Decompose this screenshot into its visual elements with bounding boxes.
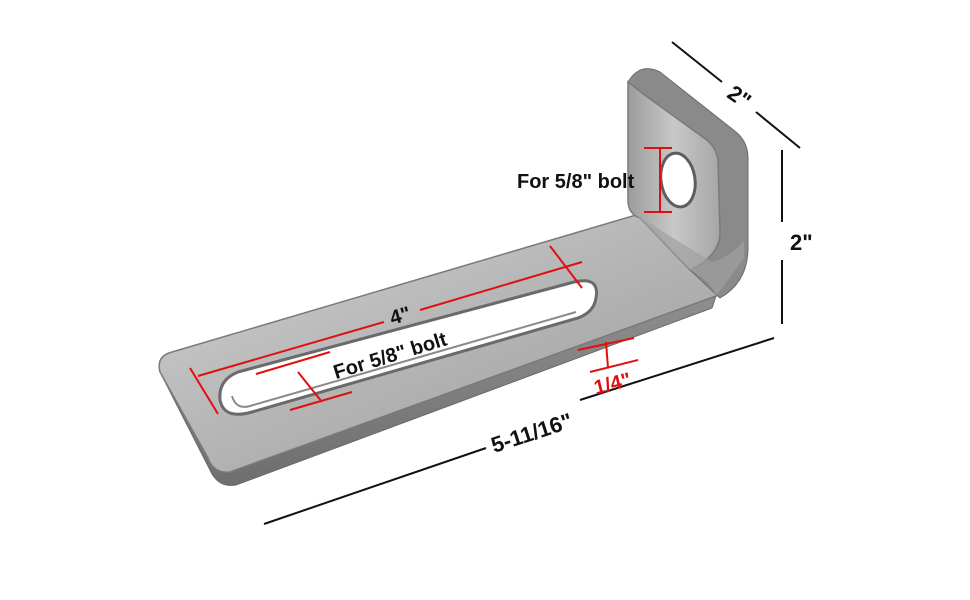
upper-hole-label: For 5/8" bolt	[517, 171, 635, 193]
height-label: 2"	[790, 230, 813, 255]
slot-width-vertical	[297, 371, 323, 403]
length-line-a	[263, 447, 487, 525]
slot-hole	[218, 279, 599, 416]
total-length-label: 5-11/16"	[488, 408, 575, 458]
length-line-b	[579, 337, 775, 401]
thickness-label: 1/4"	[592, 369, 634, 399]
bolt-hole	[659, 151, 697, 209]
depth-label: 2"	[723, 80, 756, 113]
slot-width-top	[255, 351, 331, 375]
slot-dim-tick-right	[549, 245, 583, 289]
depth-line-a	[671, 41, 723, 83]
black-dimension-lines	[263, 41, 801, 525]
slot-dim-line-right	[419, 261, 583, 311]
slot-dim-tick-left	[189, 367, 219, 415]
slot-inner-edge	[231, 311, 577, 408]
thickness-bottom	[589, 359, 639, 373]
bend-shadow	[636, 215, 744, 296]
depth-line-b	[755, 111, 801, 149]
red-annotations	[189, 147, 672, 415]
slot-dim-line-left	[197, 321, 385, 377]
thickness-vertical	[605, 341, 609, 369]
